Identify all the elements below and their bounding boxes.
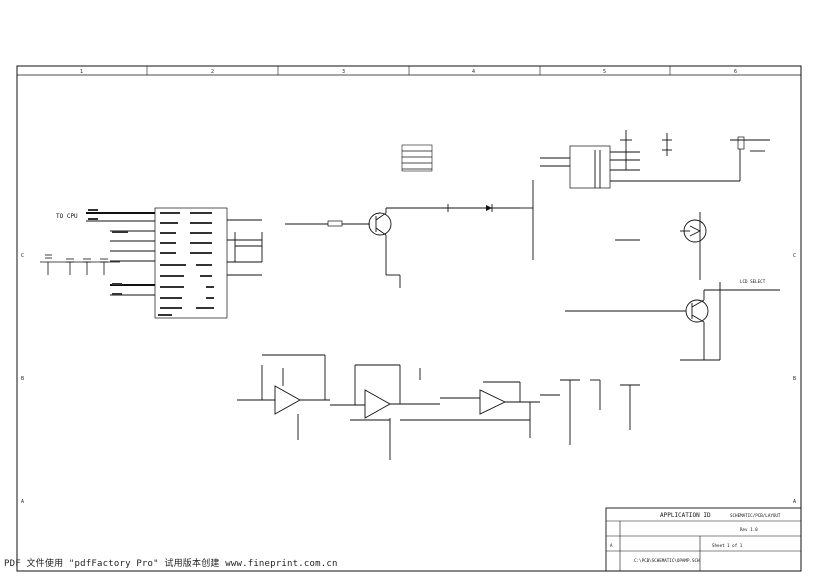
row-mark-left-2: B xyxy=(21,376,24,382)
lcd-select-label: LCD SELECT xyxy=(740,279,766,284)
connector-j1 xyxy=(401,144,433,172)
opamp-chain xyxy=(237,354,640,460)
decoupling-capacitors xyxy=(40,254,120,275)
zone-1: 1 xyxy=(80,69,83,75)
ic-pin-labels xyxy=(88,209,214,316)
title-block: APPLICATION ID SCHEMATIC/PCB/LAYOUT Rev … xyxy=(605,507,802,572)
transistor-q1 xyxy=(285,204,520,288)
title-block-size: A xyxy=(610,543,613,548)
title-block-file: C:\PCB\SCHEMATIC\OPAMP.SCH xyxy=(634,558,700,563)
zone-6: 6 xyxy=(734,69,737,75)
title-block-sheet: Sheet 1 of 1 xyxy=(712,543,743,548)
row-mark-right-1: C xyxy=(793,253,796,259)
zone-2: 2 xyxy=(211,69,214,75)
sheet-border xyxy=(16,65,802,572)
row-mark-right-2: B xyxy=(793,376,796,382)
transistor-q2 xyxy=(615,212,707,280)
right-top-ic xyxy=(520,130,770,260)
title-block-doc: SCHEMATIC/PCB/LAYOUT xyxy=(730,513,781,518)
main-ic xyxy=(86,207,263,319)
zone-numbers: 1 2 3 4 5 6 xyxy=(80,69,737,75)
row-mark-right-3: A xyxy=(793,499,796,505)
title-block-rev: Rev 1.0 xyxy=(740,527,758,532)
transistor-q3 xyxy=(565,282,780,361)
pdf-watermark: PDF 文件使用 "pdfFactory Pro" 试用版本创建 www.fin… xyxy=(4,559,338,569)
zone-5: 5 xyxy=(603,69,606,75)
row-mark-left-1: C xyxy=(21,253,24,259)
zone-3: 3 xyxy=(342,69,345,75)
zone-4: 4 xyxy=(472,69,475,75)
row-marks: C B A C B A xyxy=(21,253,796,505)
title-block-title: APPLICATION ID xyxy=(660,512,711,519)
row-mark-left-3: A xyxy=(21,499,24,505)
to-cpu-label: TO CPU xyxy=(56,213,78,220)
